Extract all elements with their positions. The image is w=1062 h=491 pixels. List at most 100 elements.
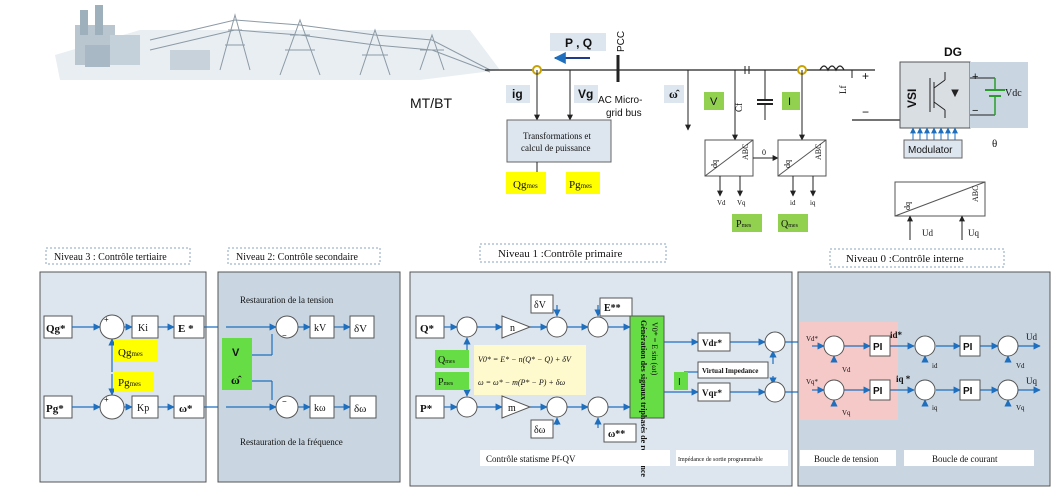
svg-text:n: n [510,323,515,334]
pq-label: P , Q [565,36,592,50]
svg-text:Vq: Vq [737,199,746,207]
svg-text:Pmes: Pmes [438,377,454,388]
abc-dq-voltage-block: dq ABC Vd Vq [704,139,754,207]
svg-text:dq: dq [903,202,912,210]
svg-text:0: 0 [762,148,766,157]
svg-text:Qgmes: Qgmes [118,347,143,359]
transform-line1: Transformations et [523,131,591,141]
i-l1: I [678,377,681,388]
svg-text:−: − [282,331,287,340]
vg-label: Vg [578,87,593,101]
svg-text:ω̂: ω̂ [231,373,242,387]
p-star: P* [420,403,433,415]
theta-label: θ [992,138,997,150]
svg-text:Virtual Impedance: Virtual Impedance [702,367,758,375]
vdr-star: Vdr* [702,338,722,348]
reference-generator-block [629,315,665,419]
dq-abc-output-block: dq ABC Ud Uq [894,181,986,240]
svg-text:Qmes: Qmes [438,355,456,366]
svg-text:Pmes: Pmes [736,219,752,230]
svg-text:Vd*: Vd* [806,335,819,343]
svg-text:dq: dq [710,160,719,168]
svg-text:−: − [972,105,978,117]
pgmes-top-badge [566,172,600,194]
svg-text:ABC: ABC [971,186,980,202]
pg-star: Pg* [46,403,64,415]
pgmes-l3 [114,372,154,392]
svg-text:Vq: Vq [842,409,851,417]
qgmes-top-badge [506,172,546,194]
e-2star: E** [604,303,621,314]
droop-label: Contrôle statisme Pf-QV [486,454,576,464]
restauration-frequence: Restauration de la fréquence [240,437,343,447]
svg-text:−: − [282,397,287,406]
svg-text:+: + [104,315,109,324]
pcc-label: PCC [616,31,627,52]
substation-illustration [55,5,500,80]
svg-text:iq *: iq * [896,374,911,384]
uq-output: Uq [1026,376,1037,386]
ud-output: Ud [1026,332,1037,342]
svg-text:Vd: Vd [842,366,851,374]
pmes-badge [732,214,762,232]
q-star: Q* [420,323,435,335]
vqr-star: Vqr* [702,388,722,398]
v-omega-box [222,338,252,390]
qgmes-l3 [114,340,158,362]
abc-dq-current-block: dq ABC id iq [777,139,827,207]
droop-eq1: V0* = E* − n(Q* − Q) + δV [478,355,572,364]
boucle-courant: Boucle de courant [932,454,998,464]
delta-w-l1: δω [534,425,546,436]
pi-voltage-d: PI [873,342,883,353]
omega-star-l3: ω* [179,403,193,415]
omega-hat-top: ω̂ [669,87,680,101]
svg-text:id: id [790,199,796,207]
svg-text:+: + [862,69,869,83]
svg-text:ABC: ABC [741,144,750,160]
svg-text:m: m [508,403,516,414]
qmes-l1 [435,350,469,368]
level1-title: Niveau 1 :Contrôle primaire [498,248,622,260]
droop-equation-box [474,345,586,395]
gain-n [501,315,532,339]
ki-block: Ki [138,323,148,334]
transform-box [506,119,612,163]
modulator-box [903,139,963,159]
w-2star: ω** [608,429,625,440]
cf-label: Cf [734,103,744,112]
qmes-badge [778,214,808,232]
ig-label: ig [512,87,523,101]
svg-text:iq: iq [810,199,816,207]
svg-text:Qmes: Qmes [781,219,799,230]
boucle-tension: Boucle de tension [814,454,879,464]
svg-text:Pgmes: Pgmes [569,179,592,191]
svg-text:ABC: ABC [814,144,823,160]
svg-text:Qgmes: Qgmes [513,179,538,191]
level3-title: Niveau 3 : Contrôle tertiaire [54,252,167,263]
svg-text:V0* = E sin (ωt): V0* = E sin (ωt) [650,322,659,376]
transmission-tower-icon [149,13,491,76]
pi-current-d: PI [963,342,973,353]
delta-v-l2: δV [354,323,367,335]
svg-text:Vd: Vd [717,199,726,207]
delta-w-l2: δω [354,403,366,415]
vdc-label: Vdc [1005,88,1022,99]
svg-text:Vq*: Vq* [806,378,819,386]
svg-text:id: id [932,362,938,370]
svg-text:+: + [104,395,109,404]
power-plant-icon [75,5,140,67]
droop-eq2: ω = ω* − m(P* − P) + δω [478,378,565,387]
svg-text:Ud: Ud [922,228,933,238]
svg-text:Vd: Vd [1016,362,1025,370]
level2-title: Niveau 2: Contrôle secondaire [236,252,358,263]
ac-bus-line2: grid bus [606,108,642,119]
kp-block: Kp [137,403,149,414]
kw-block: kω [314,403,326,414]
vsi-label: VSI [905,89,919,108]
svg-text:Pgmes: Pgmes [118,377,141,389]
v-top-label: V [710,96,718,108]
transform-line2: calcul de puissance [521,143,590,153]
svg-text:iq: iq [932,404,938,412]
dg-label: DG [944,45,962,59]
